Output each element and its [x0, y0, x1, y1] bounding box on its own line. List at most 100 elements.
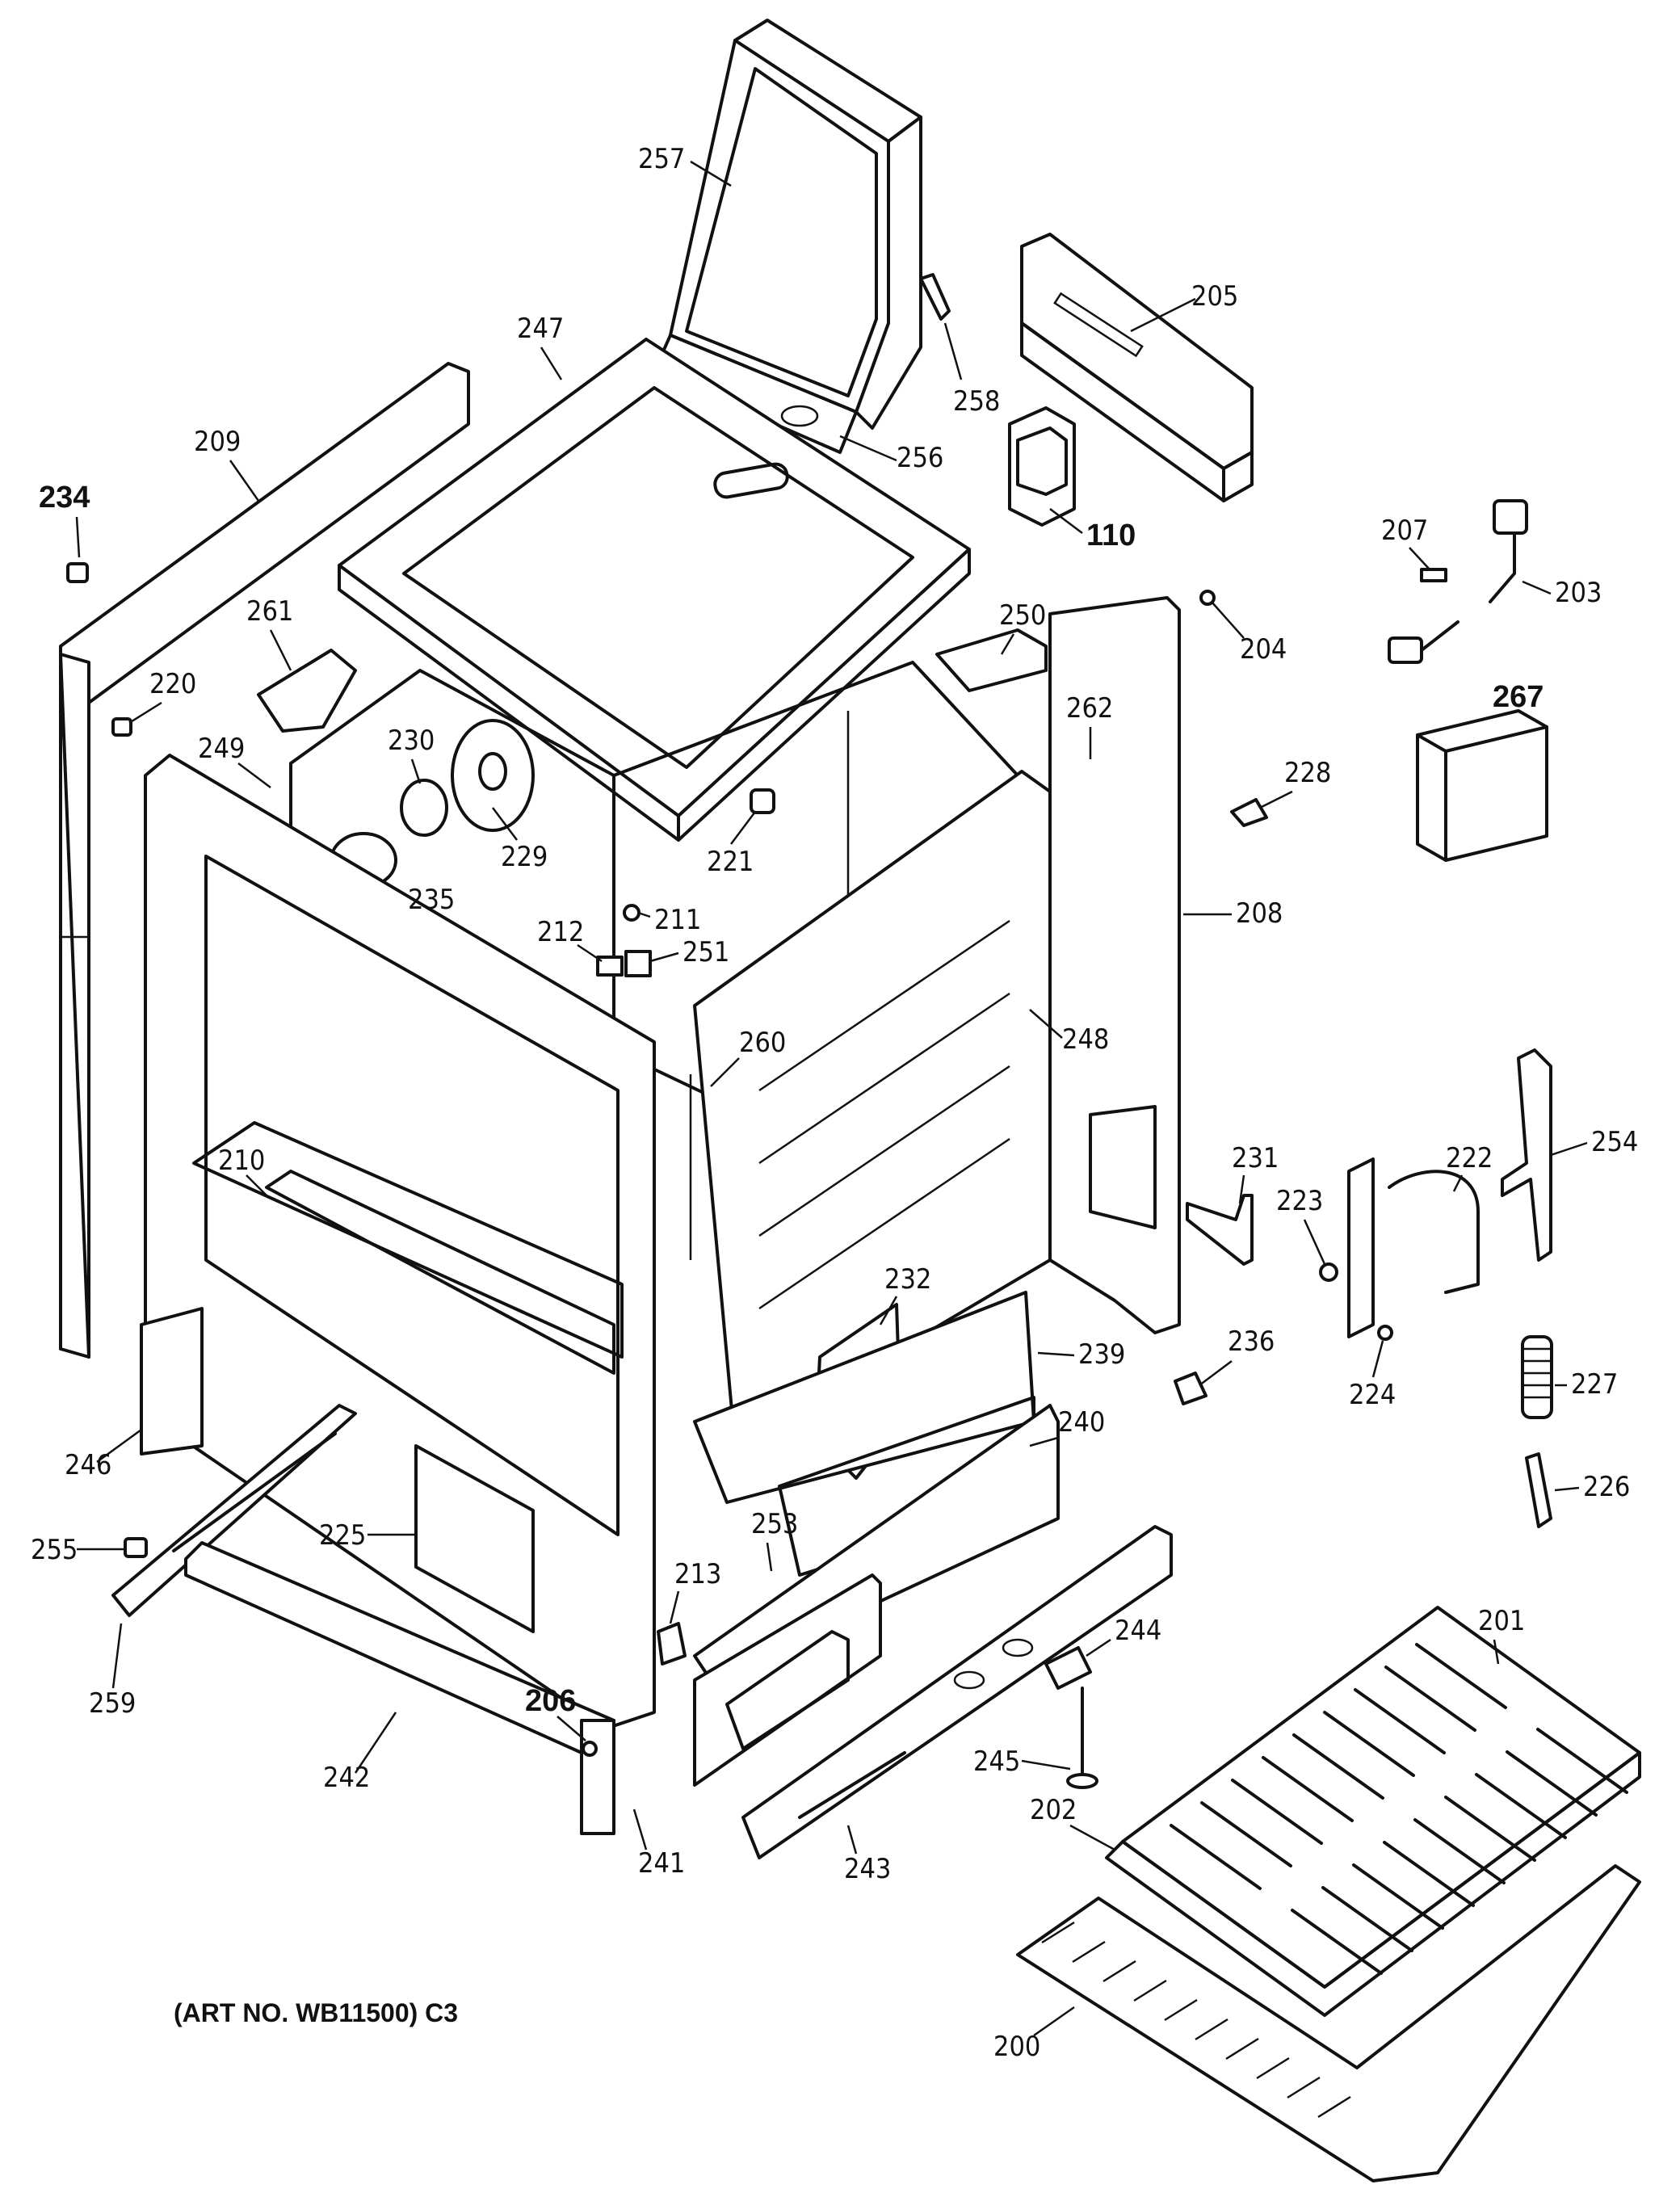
- label-213: 213: [674, 1558, 721, 1590]
- label-223: 223: [1276, 1185, 1323, 1217]
- grid-slot: [1292, 1733, 1384, 1800]
- label-201: 201: [1478, 1605, 1525, 1637]
- label-253: 253: [751, 1508, 798, 1540]
- label-245: 245: [973, 1745, 1020, 1778]
- label-220: 220: [149, 668, 196, 700]
- label-254: 254: [1591, 1126, 1638, 1158]
- label-241: 241: [638, 1847, 685, 1880]
- plate-229: [451, 719, 535, 832]
- label-200: 200: [993, 2031, 1040, 2063]
- grid-slot: [1444, 1796, 1536, 1862]
- art-number: (ART NO. WB11500) C3: [174, 1998, 458, 2027]
- rack-bar: [1256, 2056, 1290, 2080]
- label-251: 251: [682, 936, 729, 968]
- label-211: 211: [654, 904, 701, 936]
- rack-bar: [1164, 1998, 1198, 2022]
- grid-slot: [1231, 1779, 1323, 1845]
- label-242: 242: [323, 1762, 370, 1794]
- label-203: 203: [1555, 577, 1602, 609]
- label-260: 260: [739, 1027, 786, 1059]
- screw-204: [1199, 590, 1216, 606]
- part-251: [624, 950, 652, 977]
- grid-slot: [1475, 1773, 1567, 1839]
- panel-246: [140, 1307, 204, 1456]
- label-229: 229: [501, 841, 548, 873]
- side-panel-209: [59, 362, 470, 1359]
- label-225: 225: [319, 1519, 366, 1552]
- label-259: 259: [89, 1687, 136, 1720]
- clip-220: [111, 717, 132, 737]
- grid-slot: [1170, 1824, 1262, 1890]
- rack-bar: [1317, 2095, 1351, 2119]
- bracket-250: [935, 628, 1048, 692]
- hinge-bracket-254: [1501, 1048, 1552, 1262]
- screw-206: [582, 1741, 598, 1757]
- grid-slot: [1291, 1909, 1383, 1975]
- broiler-rail-243: [741, 1525, 1173, 1859]
- screw-211: [623, 904, 640, 922]
- grid-slot: [1413, 1818, 1506, 1884]
- hinge-222: [1347, 1157, 1480, 1338]
- rack-bar: [1225, 2037, 1259, 2060]
- spring-227: [1521, 1335, 1553, 1419]
- rack-bar: [1195, 2018, 1228, 2041]
- part-221: [750, 788, 775, 814]
- label-243: 243: [844, 1853, 891, 1885]
- part-212: [596, 956, 624, 977]
- label-234: 234: [39, 481, 90, 515]
- label-250: 250: [999, 599, 1046, 632]
- callout-labels: 257 205 258 247 256 110 209 234 207 203 …: [31, 143, 1638, 2063]
- label-256: 256: [897, 442, 943, 474]
- bracket-231: [1186, 1194, 1254, 1266]
- label-244: 244: [1115, 1615, 1161, 1647]
- label-227: 227: [1571, 1368, 1618, 1401]
- label-110: 110: [1086, 519, 1136, 552]
- label-240: 240: [1058, 1406, 1105, 1439]
- label-221: 221: [707, 846, 754, 878]
- label-235: 235: [408, 884, 455, 916]
- label-230: 230: [388, 725, 435, 757]
- label-209: 209: [194, 426, 241, 458]
- leg-245: [1066, 1687, 1098, 1789]
- label-248: 248: [1062, 1023, 1109, 1056]
- label-258: 258: [953, 385, 1000, 418]
- grid-slot: [1383, 1841, 1475, 1907]
- label-236: 236: [1228, 1325, 1275, 1358]
- label-208: 208: [1236, 897, 1283, 930]
- rack-bar: [1133, 1979, 1167, 2002]
- label-210: 210: [218, 1145, 265, 1177]
- part-236: [1174, 1372, 1208, 1405]
- part-244: [1044, 1646, 1092, 1690]
- channel-208: [1048, 596, 1181, 1334]
- drawer-front-253: [693, 1573, 882, 1787]
- part-234: [66, 562, 89, 583]
- part-255: [124, 1537, 148, 1558]
- rack-bar: [1287, 2076, 1321, 2099]
- link-226: [1525, 1452, 1552, 1528]
- rack-bar: [1041, 1921, 1075, 1944]
- label-255: 255: [31, 1534, 78, 1566]
- part-213: [657, 1622, 687, 1666]
- label-222: 222: [1446, 1142, 1493, 1174]
- rack-bar: [1102, 1960, 1136, 1983]
- label-226: 226: [1583, 1471, 1630, 1503]
- oven-rack-200: [1016, 1864, 1641, 2182]
- label-205: 205: [1191, 280, 1238, 313]
- panel-225: [414, 1444, 535, 1633]
- control-panel-205: [1020, 233, 1254, 502]
- bracket-258: [919, 273, 951, 321]
- label-267: 267: [1493, 680, 1544, 714]
- label-202: 202: [1030, 1794, 1077, 1826]
- broiler-pan-202: [1105, 1751, 1641, 2017]
- screw-224: [1377, 1325, 1393, 1341]
- label-261: 261: [246, 595, 293, 628]
- box-267: [1416, 709, 1548, 862]
- label-232: 232: [884, 1263, 931, 1296]
- grid-slot: [1323, 1711, 1415, 1777]
- label-224: 224: [1349, 1379, 1396, 1411]
- rack-bar: [1072, 1940, 1106, 1964]
- label-239: 239: [1078, 1338, 1125, 1371]
- label-262: 262: [1066, 692, 1113, 725]
